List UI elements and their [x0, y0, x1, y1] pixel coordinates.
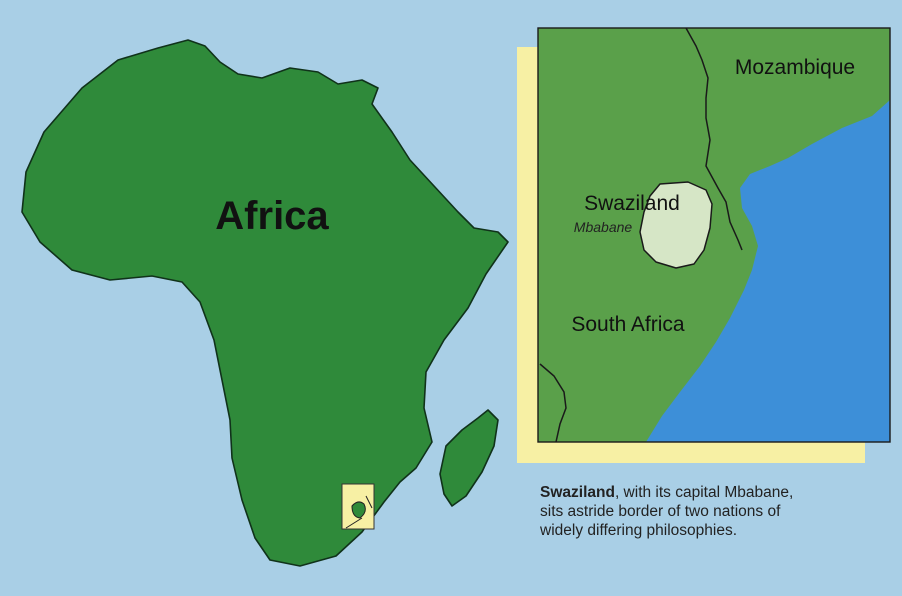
label-swaziland: Swaziland: [584, 192, 680, 215]
inset-swaziland: [639, 181, 713, 269]
caption-line-2: sits astride border of two nations of: [540, 503, 781, 520]
map-caption: Swaziland, with its capital Mbabane, sit…: [540, 483, 880, 540]
locator-swaziland-outline: [351, 501, 366, 519]
caption-line-1: Swaziland, with its capital Mbabane,: [540, 483, 880, 502]
africa-continent: [21, 39, 509, 567]
caption-line-3: widely differing philosophies.: [540, 522, 738, 539]
label-africa: Africa: [215, 194, 329, 238]
caption-bold-swaziland: Swaziland: [540, 484, 615, 501]
label-south-africa: South Africa: [571, 313, 685, 336]
inset-sea: [646, 100, 890, 442]
label-mozambique: Mozambique: [735, 56, 855, 79]
inset-border-mozambique: [685, 27, 743, 251]
inset-border-southwest: [539, 363, 567, 443]
label-capital-mbabane: Mbabane: [574, 219, 633, 235]
madagascar-island: [439, 409, 499, 507]
inset-frame: [537, 27, 891, 443]
locator-border-line: [345, 495, 373, 529]
inset-map: Mozambique Swaziland Mbabane South Afric…: [537, 27, 891, 443]
caption-line-1-rest: , with its capital Mbabane,: [614, 484, 794, 501]
